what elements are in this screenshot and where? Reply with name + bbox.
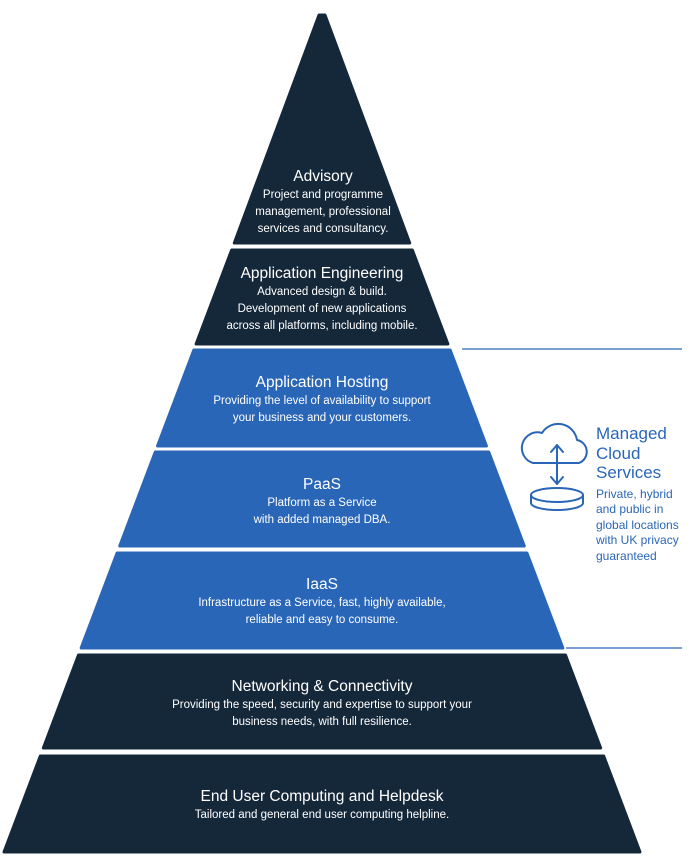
- managed-cloud-title: Managed Cloud Services: [596, 424, 667, 482]
- layer-euc: End User Computing and Helpdesk Tailored…: [112, 787, 532, 824]
- layer-euc-title: End User Computing and Helpdesk: [200, 788, 444, 805]
- cloud-sync-database-icon: [520, 422, 588, 511]
- layer-app-engineering-title: Application Engineering: [240, 265, 404, 282]
- layer-app-hosting-desc: Providing the level of availability to s…: [213, 395, 431, 424]
- layer-app-engineering-desc: Advanced design & build. Development of …: [226, 286, 418, 332]
- managed-cloud-panel: Managed Cloud Services Private, hybrid a…: [596, 424, 692, 564]
- layer-iaas: IaaS Infrastructure as a Service, fast, …: [132, 575, 512, 629]
- layer-networking-title: Networking & Connectivity: [231, 678, 413, 695]
- layer-networking-desc: Providing the speed, security and expert…: [172, 699, 472, 728]
- layer-paas-desc: Platform as a Service with added managed…: [253, 497, 391, 526]
- layer-networking: Networking & Connectivity Providing the …: [112, 677, 532, 731]
- layer-advisory-title: Advisory: [293, 168, 353, 185]
- pyramid-tier-iaas: [79, 551, 565, 650]
- pyramid-tier-app-eng: [194, 248, 450, 346]
- layer-advisory: Advisory Project and programme managemen…: [243, 167, 403, 238]
- pyramid-tier-networking: [41, 653, 603, 750]
- layer-euc-desc: Tailored and general end user computing …: [194, 809, 450, 821]
- layer-paas: PaaS Platform as a Service with added ma…: [152, 475, 492, 529]
- managed-cloud-desc: Private, hybrid and public in global loc…: [596, 486, 679, 563]
- pyramid-tier-paas: [118, 450, 526, 548]
- layer-paas-title: PaaS: [303, 476, 341, 493]
- layer-iaas-title: IaaS: [306, 576, 338, 593]
- layer-app-hosting: Application Hosting Providing the level …: [152, 373, 492, 427]
- layer-advisory-desc: Project and programme management, profes…: [255, 189, 391, 235]
- layer-iaas-desc: Infrastructure as a Service, fast, highl…: [198, 597, 446, 626]
- pyramid-tier-advisory: [232, 13, 412, 245]
- layer-app-engineering: Application Engineering Advanced design …: [182, 264, 462, 335]
- pyramid-tier-app-hosting: [156, 348, 488, 448]
- pyramid-tier-euc: [2, 754, 642, 854]
- layer-app-hosting-title: Application Hosting: [255, 374, 389, 391]
